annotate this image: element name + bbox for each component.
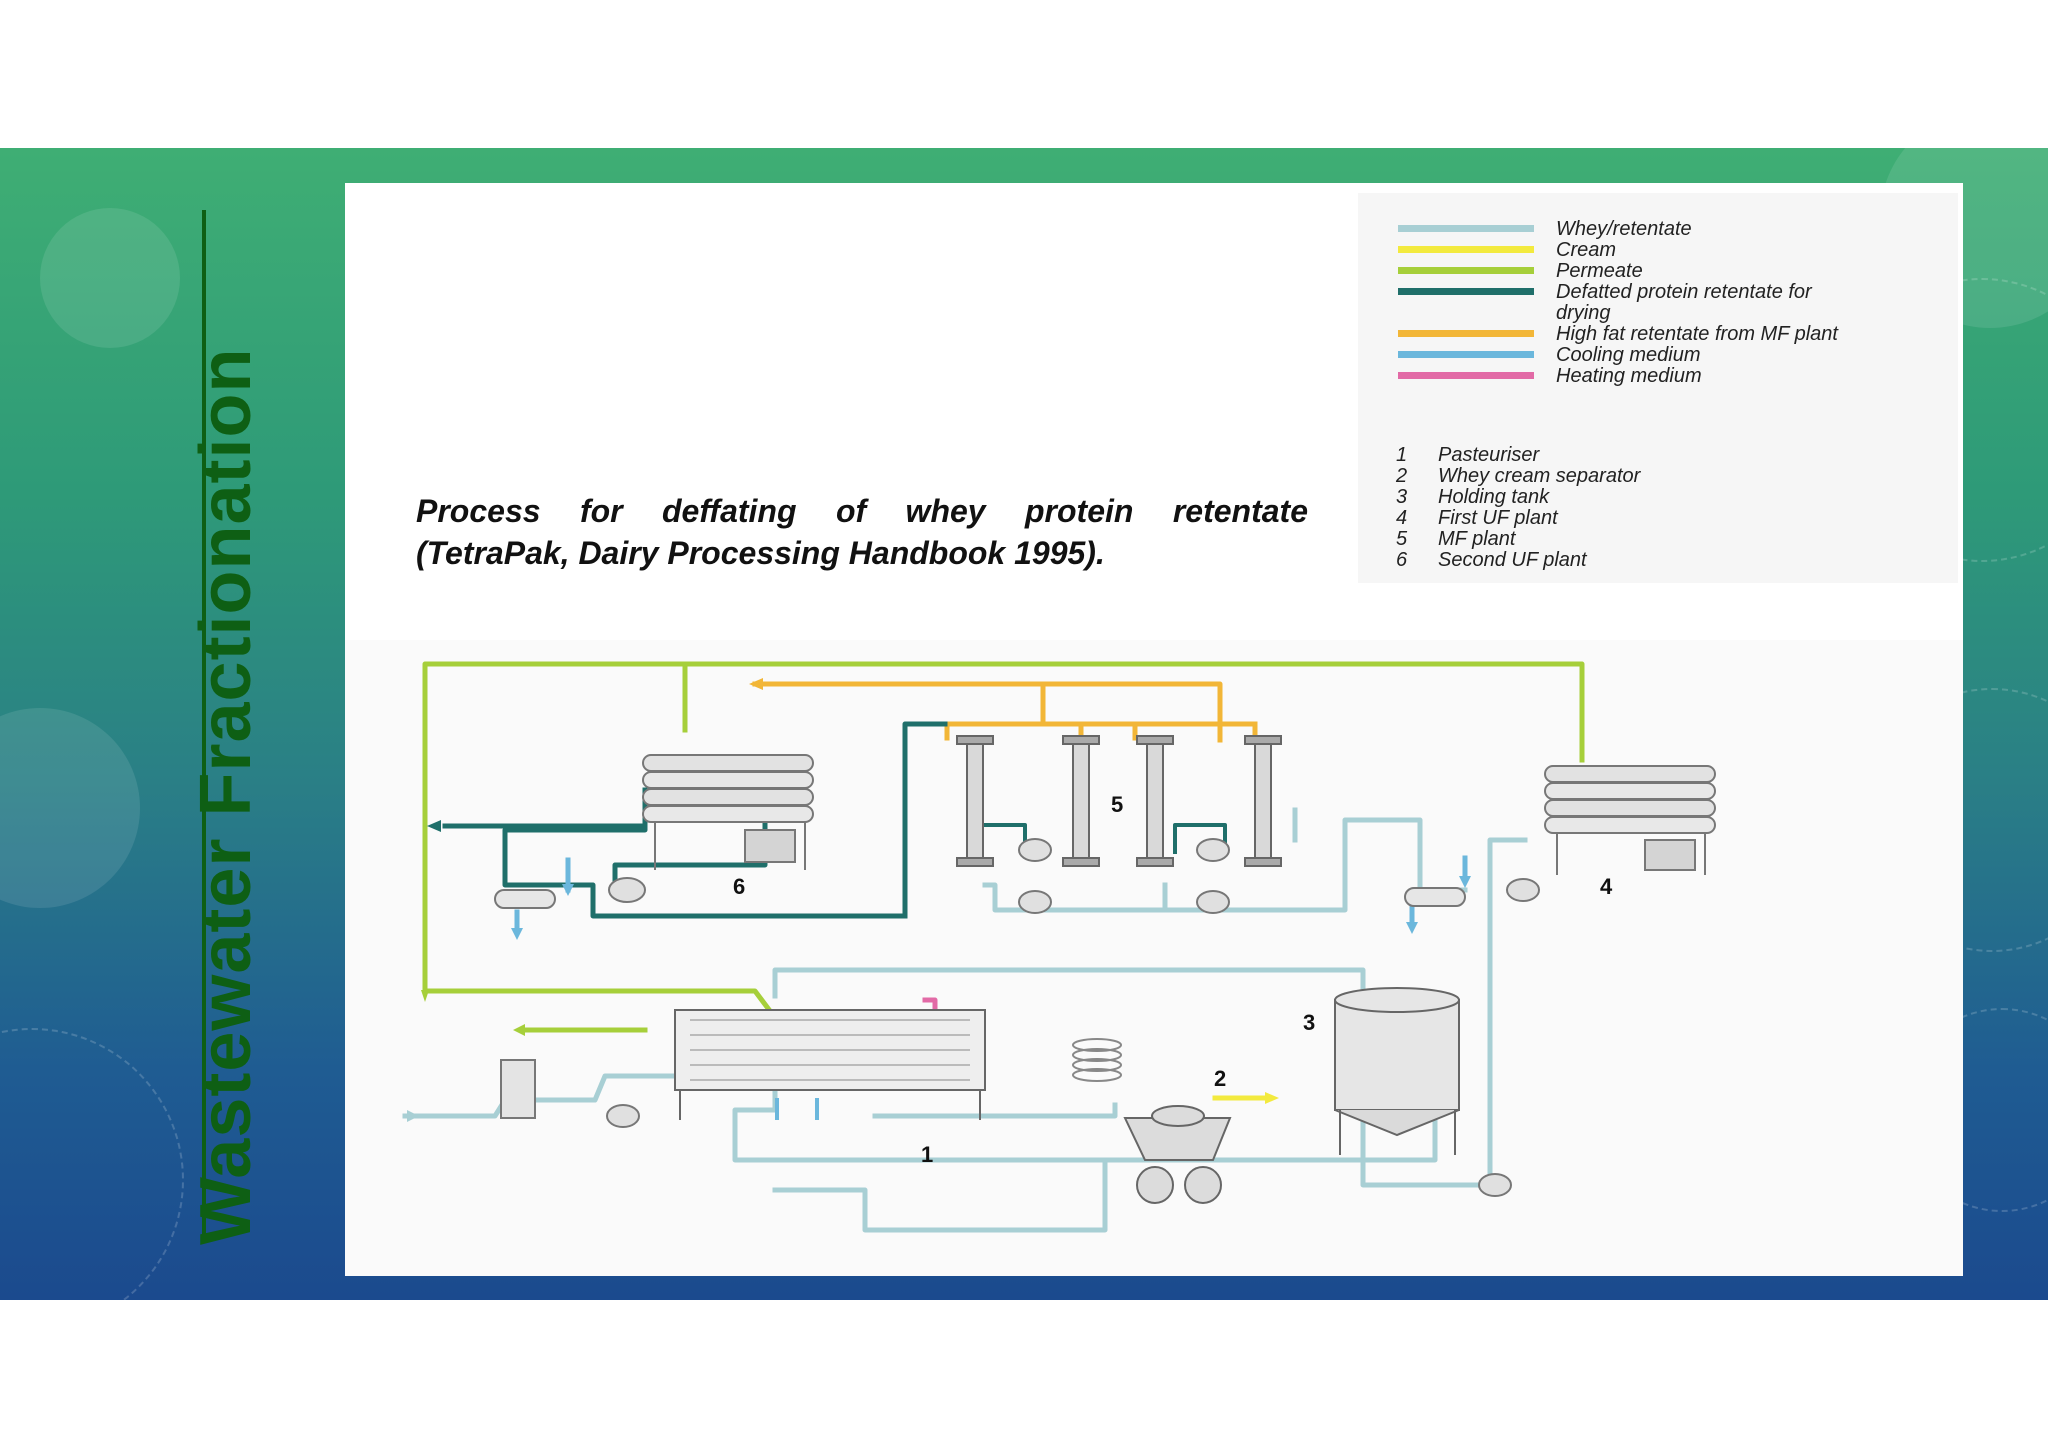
caption-line: Process for deffating of whey protein re… xyxy=(416,493,1308,529)
whey-line xyxy=(1360,1107,1493,1188)
legend-label: Heating medium xyxy=(1556,365,1702,387)
unit-name: Holding tank xyxy=(1438,486,1550,508)
holding-tank-3 xyxy=(1334,987,1460,1155)
legend-swatch xyxy=(1398,372,1534,379)
unit-number: 2 xyxy=(1396,465,1408,487)
legend-swatch xyxy=(1398,351,1534,358)
process-flow-diagram: 1 2 3 4 5 6 xyxy=(345,640,1963,1276)
uf-plant-4 xyxy=(1544,765,1716,875)
whey-line xyxy=(872,1102,1118,1119)
mf-plant-5 xyxy=(956,735,1282,867)
unit-name: Second UF plant xyxy=(1438,549,1587,571)
defatted-arrow-icon xyxy=(427,820,441,832)
defatted-retentate-line xyxy=(502,787,908,919)
defatted-retentate-line xyxy=(902,721,948,919)
unit-label: 5 xyxy=(1111,792,1123,817)
unit-label: 4 xyxy=(1600,874,1613,899)
unit-label: 6 xyxy=(733,874,745,899)
unit-label: 2 xyxy=(1214,1066,1226,1091)
slide-title: Wastewater Fractionation xyxy=(186,347,266,1246)
holding-coil-icon xyxy=(1072,1038,1122,1082)
whey-line xyxy=(982,817,1468,913)
legend-swatch xyxy=(1398,267,1534,274)
legend-swatch xyxy=(1398,288,1534,295)
whey-line xyxy=(1487,837,1528,1188)
legend-swatch xyxy=(1398,246,1534,253)
legend-label: Cooling medium xyxy=(1556,344,1701,366)
legend-label: High fat retentate from MF plant xyxy=(1556,323,1838,345)
unit-name: Whey cream separator xyxy=(1438,465,1641,487)
legend-box: Whey/retentate Cream Permeate Defatted p… xyxy=(1358,193,1958,583)
unit-number: 3 xyxy=(1396,486,1408,508)
pasteuriser-1 xyxy=(674,1009,986,1120)
unit-label: 1 xyxy=(921,1142,933,1167)
cooling-arrow-icon xyxy=(511,876,1471,940)
unit-label: 3 xyxy=(1303,1010,1315,1035)
legend-label: Defatted protein retentate for xyxy=(1556,281,1812,303)
defatted-retentate-line xyxy=(612,787,768,893)
unit-number: 4 xyxy=(1396,507,1408,529)
balance-tank-icon xyxy=(500,1059,536,1119)
permeate-arrow-icon xyxy=(421,990,525,1036)
unit-number: 5 xyxy=(1396,528,1408,550)
permeate-line xyxy=(422,661,1585,994)
legend-swatch xyxy=(1398,330,1534,337)
whey-arrow-icon xyxy=(407,1110,419,1122)
pump-icon xyxy=(606,838,1540,1197)
legend-label: Cream xyxy=(1556,239,1617,261)
title-rule xyxy=(202,210,206,1240)
legend-label: Permeate xyxy=(1556,260,1643,282)
legend-swatch xyxy=(1398,225,1534,232)
unit-name: First UF plant xyxy=(1438,507,1558,529)
separator-2 xyxy=(1123,1105,1232,1204)
high-fat-line xyxy=(944,681,1258,741)
whey-line xyxy=(402,1073,778,1119)
whey-line xyxy=(772,967,1366,1003)
cream-arrow-icon xyxy=(1265,1092,1279,1104)
unit-number: 1 xyxy=(1396,444,1408,466)
cooler-icon xyxy=(494,887,1466,909)
high-fat-line xyxy=(752,681,1223,743)
unit-number: 6 xyxy=(1396,549,1408,571)
unit-name: Pasteuriser xyxy=(1438,444,1540,466)
defatted-retentate-line xyxy=(1173,823,1227,854)
caption-line: (TetraPak, Dairy Processing Handbook 199… xyxy=(416,535,1105,571)
unit-name: MF plant xyxy=(1438,528,1516,550)
cooling-line xyxy=(775,1098,819,1120)
legend-label: Whey/retentate xyxy=(1556,218,1692,240)
whey-line xyxy=(772,1157,1108,1233)
legend-label: drying xyxy=(1556,302,1611,324)
uf-plant-6 xyxy=(642,754,814,870)
high-fat-arrow-icon xyxy=(749,678,763,690)
figure-caption: Process for deffating of whey protein re… xyxy=(416,490,1308,574)
